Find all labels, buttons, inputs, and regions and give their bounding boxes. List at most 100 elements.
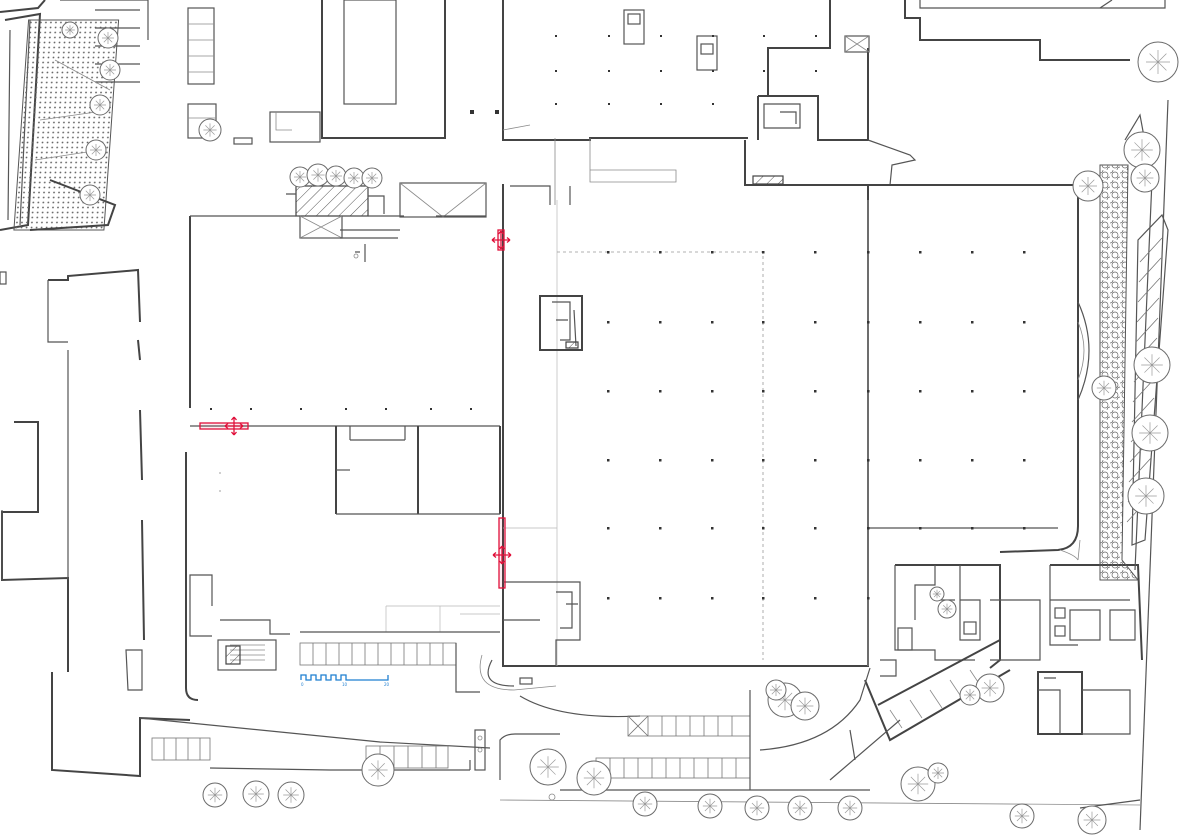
tree-branches [907,773,929,795]
column [867,527,870,530]
column [867,459,870,462]
tree-branches [981,679,999,697]
move-handle-top[interactable] [491,229,511,251]
tree-branches [932,589,942,599]
tree-branches [294,171,306,183]
column [607,459,610,462]
column [1023,251,1026,254]
column [607,321,610,324]
column [660,35,662,37]
column [814,390,817,393]
column [971,459,974,462]
column [971,321,974,324]
column [607,251,610,254]
tree-branches [1146,50,1170,74]
column [762,527,765,530]
tree-branches [1135,485,1157,507]
column [660,70,662,72]
four-way-arrow-icon [491,230,511,250]
column [919,321,922,324]
column [971,251,974,254]
tree-branches [637,796,653,812]
move-handle-right[interactable] [492,517,512,589]
column [711,321,714,324]
tree-branches [702,798,718,814]
tree-branches [1083,811,1101,829]
column [814,597,817,600]
tree-branches [102,32,114,44]
tree-branches [932,767,944,779]
tree-branches [583,767,605,789]
tree-branches [104,64,116,76]
tree-branches [1141,354,1163,376]
column [1023,321,1026,324]
column [867,321,870,324]
column [814,459,817,462]
column [814,321,817,324]
column [762,321,765,324]
column [607,597,610,600]
tree-branches [749,800,765,816]
column [919,459,922,462]
tree-branches [311,168,325,182]
column [815,70,817,72]
column [659,321,662,324]
tree-branches [84,189,96,201]
tree-branches [796,697,814,715]
column [711,527,714,530]
scale-tick-10: 10 [342,682,348,687]
four-way-arrow-icon [492,545,512,565]
tree-branches [203,123,217,137]
tree-branches [65,25,75,35]
column [711,390,714,393]
column [608,103,610,105]
column [555,103,557,105]
tree-branches [792,800,808,816]
column [867,390,870,393]
tree-branches [330,170,342,182]
column [971,527,974,530]
column [711,597,714,600]
move-handle-left[interactable] [199,416,249,436]
four-way-arrow-icon [224,416,244,436]
north-buildings [187,0,1166,186]
tree-branches [90,144,102,156]
tree-branches [1131,139,1153,161]
tree-branches [283,787,299,803]
column [430,408,432,410]
column [607,390,610,393]
tree-branches [964,689,976,701]
column [712,103,714,105]
column [659,251,662,254]
column-grid [210,35,1026,600]
column [762,251,765,254]
tree-branches [348,172,360,184]
tree-branches [774,689,796,711]
column [1023,390,1026,393]
column [345,408,347,410]
column [608,35,610,37]
column [470,408,472,410]
east-site-strip [1059,99,1169,831]
tree-branches [207,787,223,803]
loading-building [286,182,487,262]
scale-tick-0: 0 [301,682,304,687]
column [762,459,765,462]
tree-branches [1079,177,1097,195]
column [712,35,714,37]
column [711,251,714,254]
column [1023,527,1026,530]
column [971,390,974,393]
column [814,527,817,530]
tree-branches [1139,422,1161,444]
column [763,35,765,37]
column [919,390,922,393]
column [555,35,557,37]
tree-branches [94,99,106,111]
tree-branches [941,603,953,615]
column [210,408,212,410]
scale-tick-20: 20 [384,682,390,687]
column [815,35,817,37]
west-hall [185,215,501,701]
info-booth [539,295,583,351]
